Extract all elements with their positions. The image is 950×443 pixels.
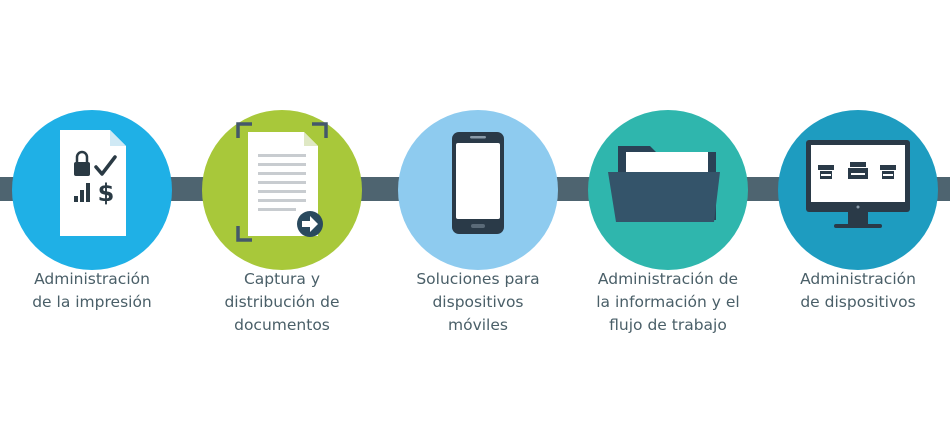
folder-icon [608,146,720,222]
step-document-capture: Captura y distribución de documentos [187,0,377,443]
svg-text:$: $ [98,179,115,207]
smartphone-icon [452,132,504,234]
step-label: Captura y distribución de documentos [224,270,340,334]
step-device-management: Administración de dispositivos [763,0,950,443]
step-circle [588,110,748,270]
document-lock-check-chart-dollar-icon: $ [60,130,126,236]
step-print-management: $ Administración de la impresión [0,0,187,443]
step-circle: $ [12,110,172,270]
scan-document-icon [236,122,328,242]
step-label: Administración de la impresión [32,270,152,311]
step-circle [398,110,558,270]
monitor-devices-icon [806,140,910,228]
step-circle [202,110,362,270]
step-information-workflow: Administración de la información y el fl… [573,0,763,443]
step-circle [778,110,938,270]
step-label: Soluciones para dispositivos móviles [416,270,540,334]
step-label: Administración de dispositivos [800,270,916,311]
step-label: Administración de la información y el fl… [596,270,740,334]
step-mobile-solutions: Soluciones para dispositivos móviles [383,0,573,443]
